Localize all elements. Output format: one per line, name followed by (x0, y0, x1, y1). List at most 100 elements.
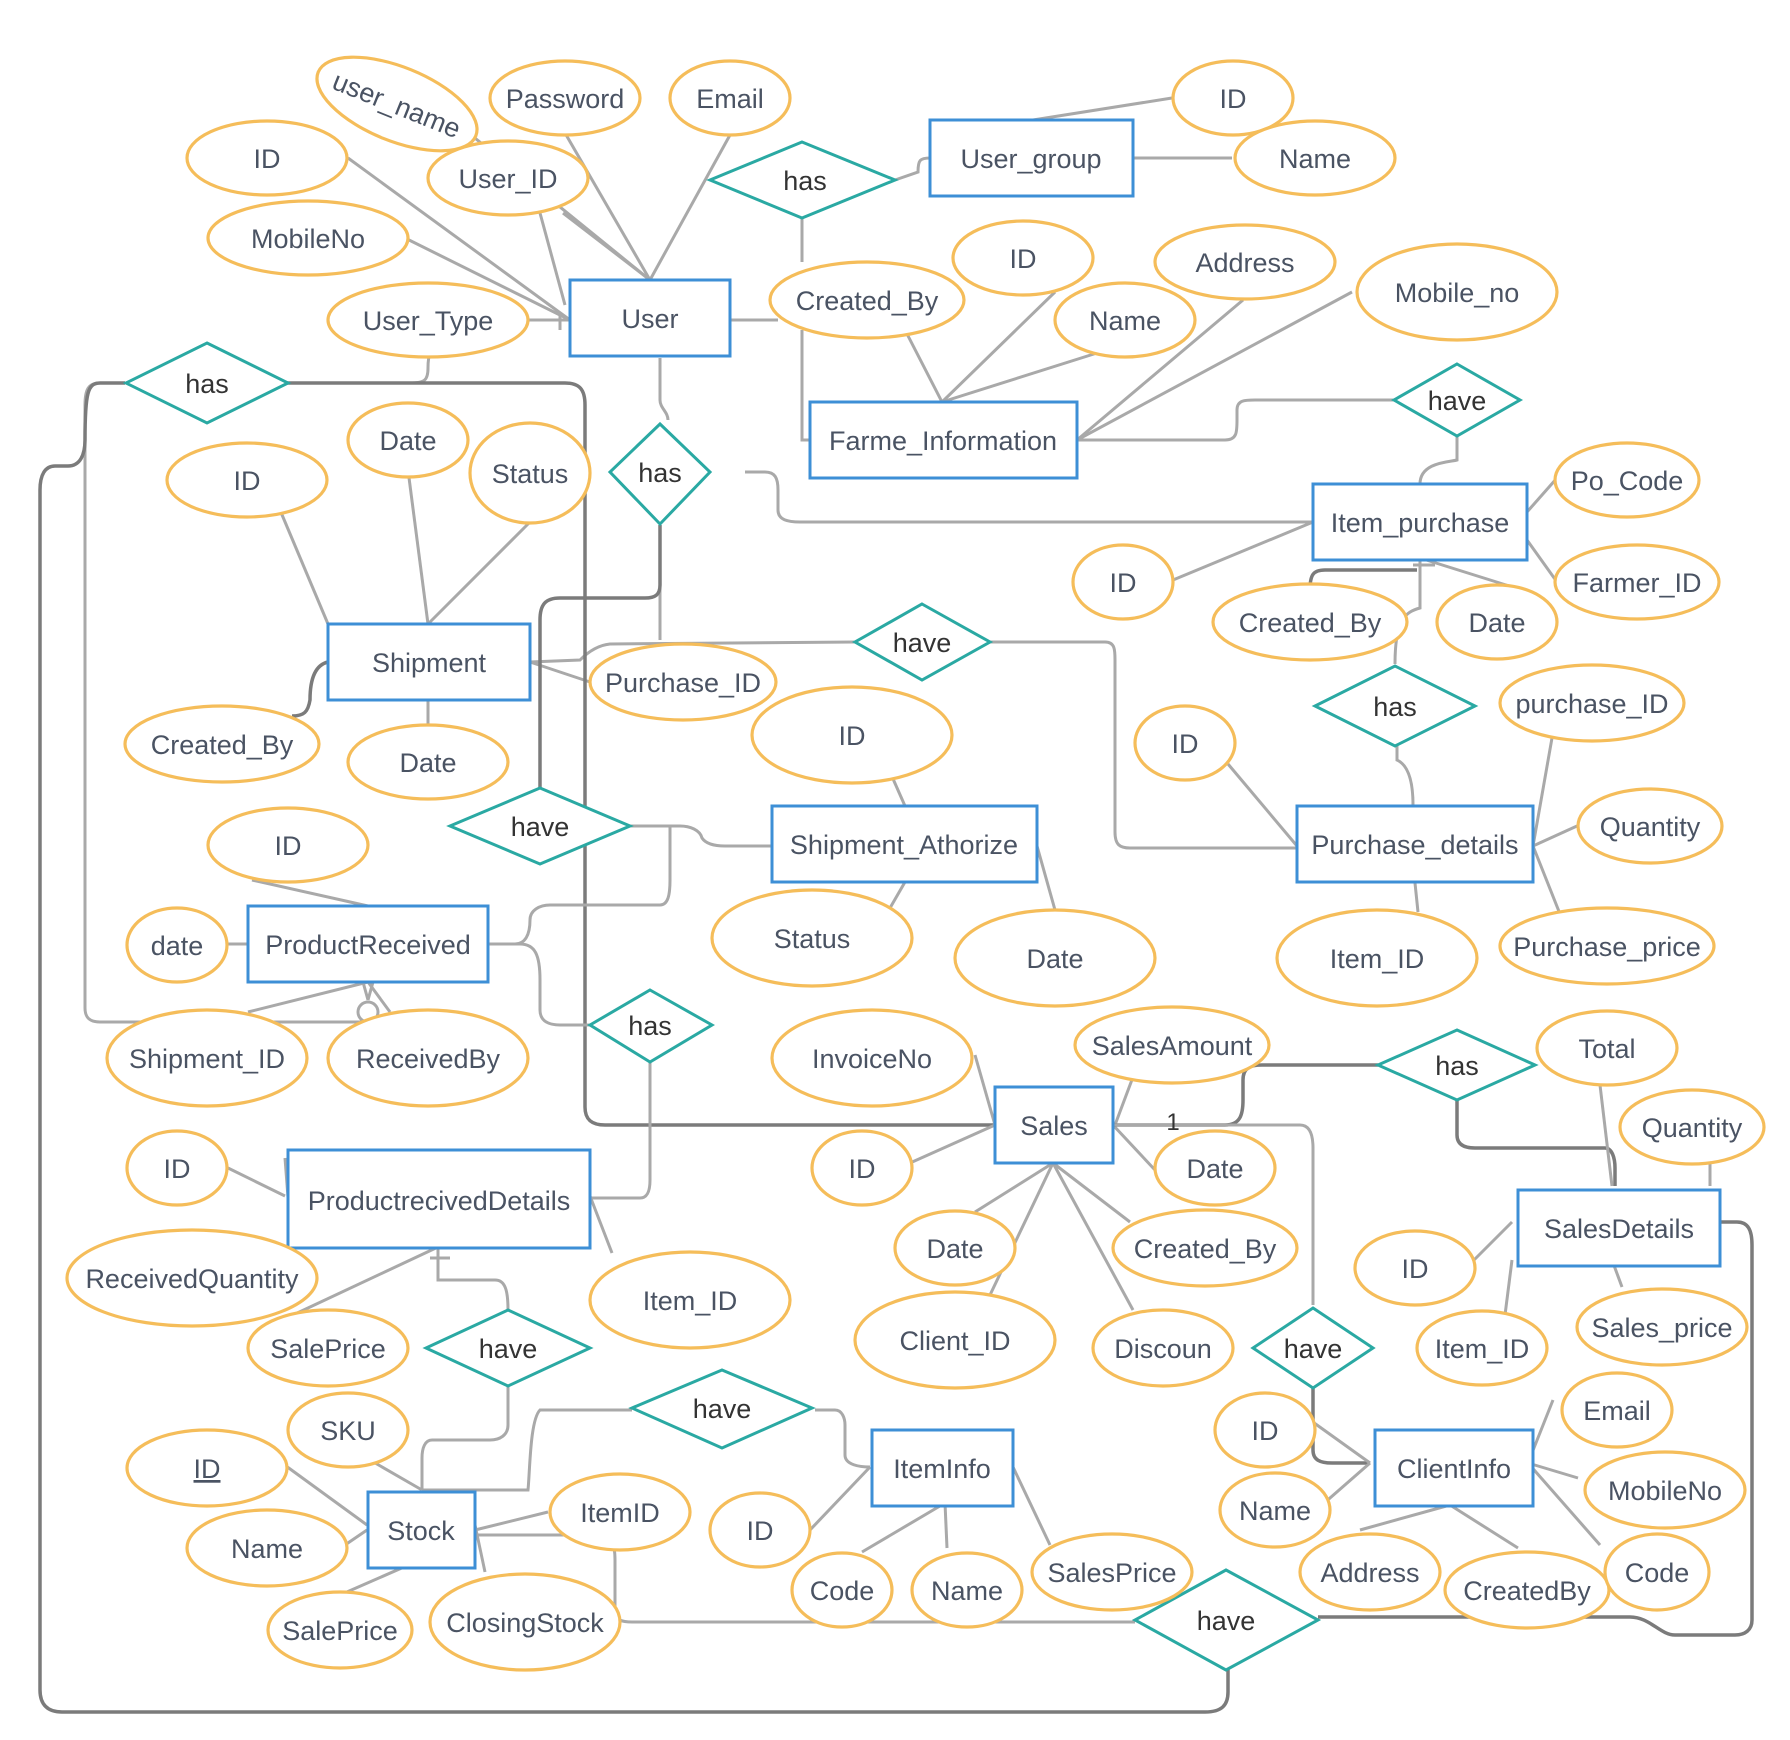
attribute-label: Status (492, 459, 569, 489)
attribute-label: Name (1239, 1496, 1311, 1526)
attribute-purchase-created-by: Created_By (1211, 582, 1409, 662)
attribute-label: ID (1010, 244, 1037, 274)
entity-label: ProductrecivedDetails (308, 1186, 571, 1216)
entity-label: Item_purchase (1331, 508, 1510, 538)
attribute-label: SKU (320, 1416, 376, 1446)
relationship-label: has (1435, 1051, 1479, 1081)
entity-product-received: ProductReceived (246, 904, 490, 984)
relationship-client-have: have (1250, 1306, 1376, 1390)
attribute-label: Status (774, 924, 851, 954)
attribute-label: Farmer_ID (1572, 568, 1701, 598)
relationship-label: has (628, 1011, 672, 1041)
attribute-label: Item_ID (643, 1286, 738, 1316)
connector (404, 236, 571, 322)
connector (251, 878, 369, 908)
connector (38, 381, 1230, 1714)
attribute-label: ID (1220, 84, 1247, 114)
relationship-item-have: have (628, 1368, 816, 1450)
attribute-label: User_ID (458, 164, 557, 194)
attribute-label: ID (1402, 1254, 1429, 1284)
relationship-label: has (185, 369, 229, 399)
attribute-stock-id: ID (125, 1428, 289, 1508)
connector (909, 1123, 996, 1165)
connector (426, 520, 532, 626)
attribute-sales-amount: SalesAmount (1073, 1005, 1271, 1085)
connector (562, 211, 651, 282)
connector (588, 1195, 614, 1254)
connector (1531, 737, 1554, 847)
connector (1449, 1503, 1519, 1550)
attribute-label: date (151, 931, 204, 961)
connector (1598, 1084, 1614, 1187)
connector (1503, 1259, 1514, 1316)
connector (1527, 1461, 1579, 1480)
connector (1525, 539, 1559, 583)
connector (406, 469, 430, 625)
connector (903, 329, 944, 403)
connector (369, 1458, 423, 1492)
attribute-label: Address (1195, 248, 1294, 278)
attribute-mobileno: MobileNo (206, 199, 410, 277)
attribute-client-id: ID (1213, 1391, 1317, 1469)
attribute-sales-details-sales-price: Sales_price (1575, 1287, 1749, 1367)
attribute-label: Client_ID (899, 1326, 1010, 1356)
attribute-farmer-id: Farmer_ID (1553, 543, 1721, 621)
entity-label: Purchase_details (1311, 830, 1518, 860)
attribute-received-quantity: ReceivedQuantity (65, 1228, 319, 1328)
attribute-label: Name (1089, 306, 1161, 336)
attribute-label: ID (1252, 1416, 1279, 1446)
attribute-po-code: Po_Code (1553, 441, 1701, 519)
attribute-shipment-status: Status (468, 421, 592, 525)
attribute-label: MobileNo (1608, 1476, 1722, 1506)
connector (1311, 1382, 1370, 1465)
attribute-group-id: ID (1171, 59, 1295, 137)
attribute-prd-id: ID (125, 1129, 229, 1207)
entity-label: ClientInfo (1397, 1454, 1511, 1484)
attribute-password: Password (488, 59, 642, 137)
attribute-label: SalePrice (270, 1334, 386, 1364)
connectors (38, 96, 1754, 1714)
attribute-label: ID (747, 1516, 774, 1546)
attribute-group-name: Name (1233, 119, 1397, 197)
attribute-label: Purchase_price (1513, 932, 1701, 962)
attribute-athorize-date: Date (953, 908, 1157, 1008)
attribute-label: Created_By (1239, 608, 1382, 638)
connector (1011, 1466, 1052, 1546)
attribute-label: SalePrice (282, 1616, 398, 1646)
attribute-label: ID (234, 466, 261, 496)
attribute-farm-mobile-no: Mobile_no (1355, 242, 1559, 342)
attribute-label: ID (275, 831, 302, 861)
connector (630, 824, 772, 848)
connector (563, 132, 652, 281)
connector (1226, 763, 1299, 847)
entity-label: ProductReceived (265, 930, 471, 960)
attribute-label: Purchase_ID (605, 668, 761, 698)
attribute-sales-details-item-id: Item_ID (1415, 1309, 1549, 1387)
attribute-label: InvoiceNo (812, 1044, 932, 1074)
attribute-stock-name: Name (185, 1508, 349, 1588)
relationship-user-has: has (607, 421, 713, 527)
attribute-label: ID (839, 721, 866, 751)
connector (285, 1464, 368, 1527)
entity-farme-information: Farme_Information (808, 400, 1079, 480)
attribute-user-id-key: ID (185, 119, 349, 197)
attribute-sales-details-total: Total (1535, 1009, 1679, 1087)
connector (1051, 1162, 1135, 1311)
connector (422, 1408, 632, 1492)
connector (940, 290, 1057, 404)
entity-productrecived-details: ProductrecivedDetails (286, 1148, 592, 1250)
attribute-label: User_Type (363, 306, 494, 336)
connector (1052, 1161, 1131, 1224)
entity-label: User (621, 304, 678, 334)
attribute-purchase-id: ID (1071, 543, 1175, 621)
attribute-shipment-id: ID (165, 441, 329, 519)
attribute-label: CreatedBy (1463, 1576, 1591, 1606)
connector (1470, 1220, 1514, 1264)
attribute-client-code: Code (1603, 1532, 1711, 1612)
attribute-label: Date (1026, 944, 1083, 974)
connector (1076, 290, 1353, 442)
entity-label: SalesDetails (1544, 1214, 1694, 1244)
attribute-client-name: Name (1218, 1471, 1332, 1549)
attribute-purchase-date: Date (1435, 583, 1559, 661)
